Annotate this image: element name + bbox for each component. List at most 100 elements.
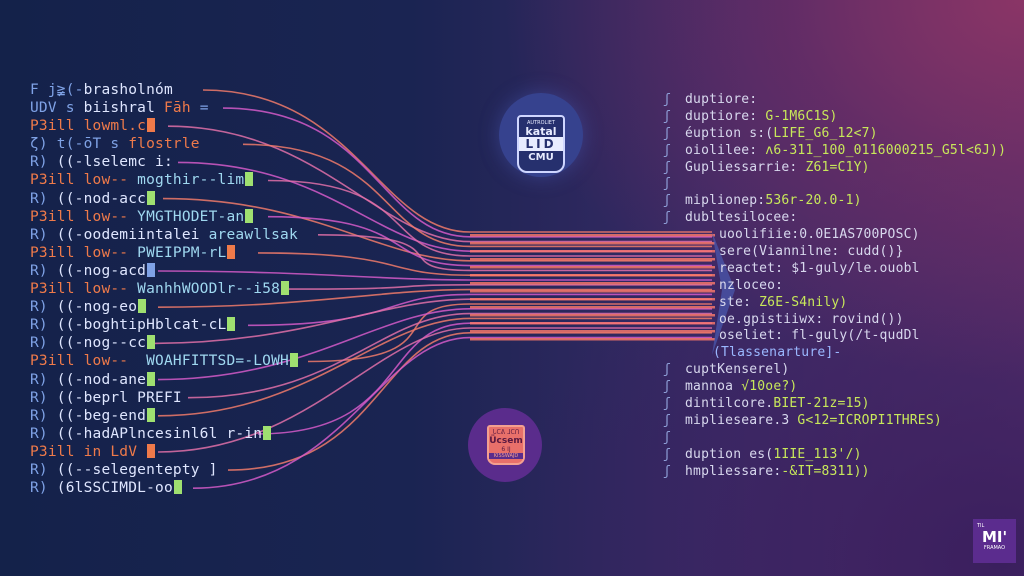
code-token: (6lSSCIMDL-oo	[56, 480, 173, 497]
code-token: Fāh	[163, 100, 200, 117]
logo-top-text: TIL	[977, 523, 985, 529]
code-token: P3ill low--	[30, 208, 138, 225]
code-token: R)	[30, 371, 57, 388]
config-value: 536r-20.0-1)	[765, 193, 862, 209]
code-token: ((-nod-acc	[56, 190, 147, 207]
code-token: R)	[30, 154, 57, 171]
bracket-marker: ʃ	[663, 108, 672, 124]
config-key: nzloceo:	[719, 277, 784, 293]
code-token: R)	[30, 317, 57, 334]
config-key: oseliet: fl-guly(/t-qudDl	[719, 328, 920, 344]
bracket-marker: ʃ	[663, 210, 672, 226]
config-value: √10oe?)	[741, 379, 798, 395]
code-token: R)	[30, 262, 57, 279]
wire-line	[187, 312, 712, 399]
code-token: ((--selegentepty ]	[56, 461, 218, 478]
code-token: ζ) t(-ōT s	[30, 136, 129, 153]
badge-bottom-line2: Ücsem	[489, 436, 523, 446]
code-line: R) ((-nog-acd	[30, 262, 298, 280]
badge-bottom-line1: ᒐᑕᕕ ᒧᑕᑎ	[492, 429, 520, 436]
config-line: ʃ cuptKenserel)	[663, 362, 1006, 379]
config-line: ste: Z6E-S4nily)	[663, 295, 1006, 312]
data-bus-line	[470, 330, 715, 333]
config-line: ʃ	[663, 430, 1006, 447]
config-key: miplionep:	[685, 193, 766, 209]
config-value: G<12=ICROPI1THRES)	[797, 412, 942, 428]
bracket-marker: ʃ	[663, 362, 672, 378]
config-key: cuptKenserel)	[685, 362, 790, 378]
wire-line	[287, 284, 712, 290]
cursor-block	[245, 208, 254, 223]
config-line: ʃ	[663, 176, 1006, 193]
bracket-marker: ʃ	[663, 463, 672, 479]
config-value: 1IIE_113'/)	[773, 446, 862, 462]
code-line: P3ill lowml.c	[30, 117, 298, 135]
code-token: PREFI	[137, 389, 182, 406]
config-line: reactet: $1-guly/le.ouobl	[663, 261, 1006, 278]
config-value: -&IT=8311))	[781, 463, 870, 479]
code-line: R) ((-nog-eo	[30, 298, 298, 316]
code-token: brasholnóm	[83, 82, 173, 98]
code-token: P3ill low--	[30, 281, 138, 298]
code-token: PWEIPPM-rL	[137, 244, 227, 261]
data-bus-line	[470, 258, 715, 261]
wire-line	[267, 215, 712, 267]
code-line: R) ((-hadAPlncesinl6l r-in	[30, 425, 298, 443]
config-key: ste:	[719, 294, 760, 310]
cursor-block	[147, 190, 156, 205]
data-bus-line	[470, 250, 715, 253]
config-line: oseliet: fl-guly(/t-qudDl	[663, 328, 1006, 345]
code-token: ((-nod-ane	[56, 371, 147, 388]
code-line: F j≩(-brasholnóm	[30, 81, 298, 99]
code-token: R)	[30, 407, 57, 424]
code-token: P3ill low--	[30, 353, 147, 370]
wire-line	[227, 332, 712, 471]
cursor-block	[289, 353, 298, 368]
code-token: mogthir--lim	[137, 172, 245, 189]
config-value: ʌ6-311_100_0116000215_G5l<6J))	[765, 142, 1007, 158]
code-token: R)	[30, 226, 57, 243]
wire-line	[242, 143, 712, 248]
code-token: WanhhWOODlr--i58	[137, 281, 281, 298]
code-line: R) ((-nod-acc	[30, 190, 298, 208]
code-line: R) ((-oodemiintalei areawllsak	[30, 226, 298, 244]
config-line: (Tlassenarture]-	[663, 345, 1006, 362]
code-token: ((-nog-acd	[56, 262, 147, 279]
config-key: éuption s:(	[685, 125, 774, 141]
config-key: duption es(	[685, 446, 774, 462]
config-key: reactet: $1-guly/le.ouobl	[719, 260, 920, 276]
data-bus-line	[470, 314, 715, 317]
data-bus-line	[470, 274, 715, 277]
code-token: R)	[30, 299, 57, 316]
config-key: sere(Viannilne: cudd()}	[719, 244, 904, 260]
data-bus-line	[470, 322, 715, 325]
code-token: YMGTHODET-an	[137, 208, 245, 225]
code-token: R)	[30, 461, 57, 478]
badge-bottom-line4: KISSWAJD	[489, 453, 523, 459]
data-bus-line	[470, 290, 715, 293]
config-key: duptiore:	[685, 92, 758, 107]
wire-line	[247, 293, 712, 327]
code-line: UDV s biishral Fāh =	[30, 99, 298, 117]
config-line: nzloceo:	[663, 278, 1006, 295]
code-token: ((-boghtipHblcat-cL	[56, 317, 227, 334]
cursor-block	[147, 335, 156, 350]
badge-bottom-line3: 6 IJ	[501, 446, 511, 453]
code-line: P3ill low-- WanhhWOODlr--i58	[30, 280, 298, 298]
cursor-block	[147, 407, 156, 422]
bracket-marker: ʃ	[663, 92, 672, 107]
wire-line	[202, 89, 712, 233]
code-token: ((-hadAPlncesinl6l r-in	[56, 425, 263, 442]
code-token: ((-nog-eo	[56, 299, 138, 316]
code-token: ((-nog--cc	[56, 335, 147, 352]
code-line: P3ill low-- YMGTHODET-an	[30, 208, 298, 226]
